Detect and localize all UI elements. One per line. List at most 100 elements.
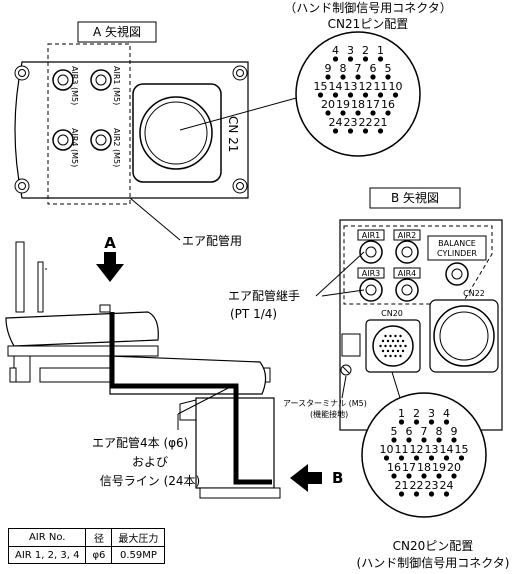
socket-pin xyxy=(399,354,402,358)
air-fitting-icon xyxy=(395,278,419,302)
cn21-label: CN 21 xyxy=(226,116,240,152)
pin-dot xyxy=(317,92,324,98)
socket-pin xyxy=(399,344,402,348)
cn20-title-2: (ハンド制御信号用コネクタ) xyxy=(357,555,510,570)
pin-number: 20 xyxy=(321,98,335,111)
socket-pin xyxy=(379,344,382,348)
pin-number: 7 xyxy=(355,62,362,75)
pin-number: 14 xyxy=(440,443,454,456)
pin-number: 19 xyxy=(336,98,350,111)
port-label-air4-b: AIR4 xyxy=(398,269,416,278)
ground-label-1: アースターミナル (M5) xyxy=(283,399,367,408)
pin-dot xyxy=(436,437,442,443)
pin-dot xyxy=(391,437,397,443)
pin-number: 19 xyxy=(432,461,446,474)
balance-cylinder-icon xyxy=(445,262,469,286)
pin-dot xyxy=(413,455,420,461)
pin-number: 13 xyxy=(425,443,439,456)
pin-number: 18 xyxy=(351,98,365,111)
pin-dot xyxy=(421,473,427,479)
pin-dot xyxy=(385,110,391,116)
pin-number: 13 xyxy=(344,80,358,93)
pin-dot xyxy=(340,110,346,116)
pin-dot xyxy=(347,128,354,134)
pin-dot xyxy=(377,92,384,98)
view-a-title: A 矢視図 xyxy=(93,24,141,39)
socket-pin xyxy=(401,339,405,343)
pin-dot xyxy=(443,455,450,461)
socket-pin xyxy=(386,349,390,353)
pin-number: 24 xyxy=(440,479,454,492)
view-b-title: B 矢視図 xyxy=(391,190,439,205)
table-header: 最大圧力 xyxy=(111,528,166,547)
pin-number: 23 xyxy=(344,116,358,129)
pin-dot xyxy=(451,473,457,479)
fitting-label-2: (PT 1/4) xyxy=(230,307,277,321)
arrow-left-icon xyxy=(290,464,322,492)
pin-number: 1 xyxy=(377,44,384,57)
pin-number: 22 xyxy=(359,116,373,129)
pin-dot xyxy=(398,419,405,425)
tubes-label-3: 信号ライン (24本) xyxy=(100,474,200,488)
pin-dot xyxy=(443,419,450,425)
table-cell: φ6 xyxy=(85,546,113,564)
socket-pin xyxy=(394,344,397,348)
socket-pin xyxy=(384,354,387,358)
pin-number: 8 xyxy=(340,62,347,75)
pin-dot xyxy=(421,437,427,443)
port-label-air3: AIR3 (M5) xyxy=(70,66,79,105)
pin-dot xyxy=(385,74,391,80)
pin-dot xyxy=(362,128,369,134)
pin-dot xyxy=(391,473,397,479)
pin-number: 2 xyxy=(413,407,420,420)
port-label-air1: AIR1 (M5) xyxy=(112,66,121,105)
cn22-label: CN22 xyxy=(463,289,485,298)
socket-pin xyxy=(391,339,395,343)
pin-dot xyxy=(355,110,361,116)
pin-number: 17 xyxy=(402,461,416,474)
pin-number: 7 xyxy=(421,425,428,438)
pin-number: 6 xyxy=(406,425,413,438)
tubes-label-1: エア配管4本 (φ6) xyxy=(92,435,188,450)
pin-dot xyxy=(370,110,376,116)
spec-table: AIR No. 径 最大圧力 AIR 1, 2, 3, 4 φ6 0.59MP xyxy=(7,528,166,564)
cn21-title-1: （ハンド制御信号用コネクタ） xyxy=(284,0,452,15)
ground-label-2: (機能接地) xyxy=(310,409,348,419)
pin-dot xyxy=(406,437,412,443)
pin-dot xyxy=(370,74,376,80)
view-a-plate: A 矢視図 AIR3 (M5) AIR1 (M5) AIR4 (M5) AIR2… xyxy=(14,21,319,205)
pin-dot xyxy=(347,56,354,62)
port-label-air4: AIR4 (M5) xyxy=(70,128,79,167)
pin-dot xyxy=(428,419,435,425)
pin-number: 4 xyxy=(443,407,450,420)
pin-number: 5 xyxy=(385,62,392,75)
socket-pin xyxy=(381,349,385,353)
pin-dot xyxy=(428,491,435,497)
pin-dot xyxy=(355,74,361,80)
pin-number: 22 xyxy=(410,479,424,492)
socket-pin xyxy=(399,334,402,338)
table-cell: 0.59MP xyxy=(111,546,166,564)
pin-dot xyxy=(332,56,339,62)
socket-pin xyxy=(389,354,392,358)
socket-pin xyxy=(386,339,390,343)
table-header: AIR No. xyxy=(7,528,87,547)
pin-number: 10 xyxy=(380,443,394,456)
pin-number: 11 xyxy=(395,443,409,456)
screw-icon xyxy=(232,178,248,194)
socket-pin xyxy=(394,354,397,358)
socket-pin xyxy=(396,339,400,343)
pin-number: 14 xyxy=(329,80,343,93)
pin-number: 15 xyxy=(455,443,469,456)
screw-icon xyxy=(14,178,30,194)
pin-number: 21 xyxy=(395,479,409,492)
table-row: AIR 1, 2, 3, 4 φ6 0.59MP xyxy=(7,546,166,564)
air-port-icon xyxy=(90,129,112,151)
cn21-title-2: CN21ピン配置 xyxy=(328,17,409,31)
pin-number: 16 xyxy=(387,461,401,474)
pin-number: 16 xyxy=(381,98,395,111)
